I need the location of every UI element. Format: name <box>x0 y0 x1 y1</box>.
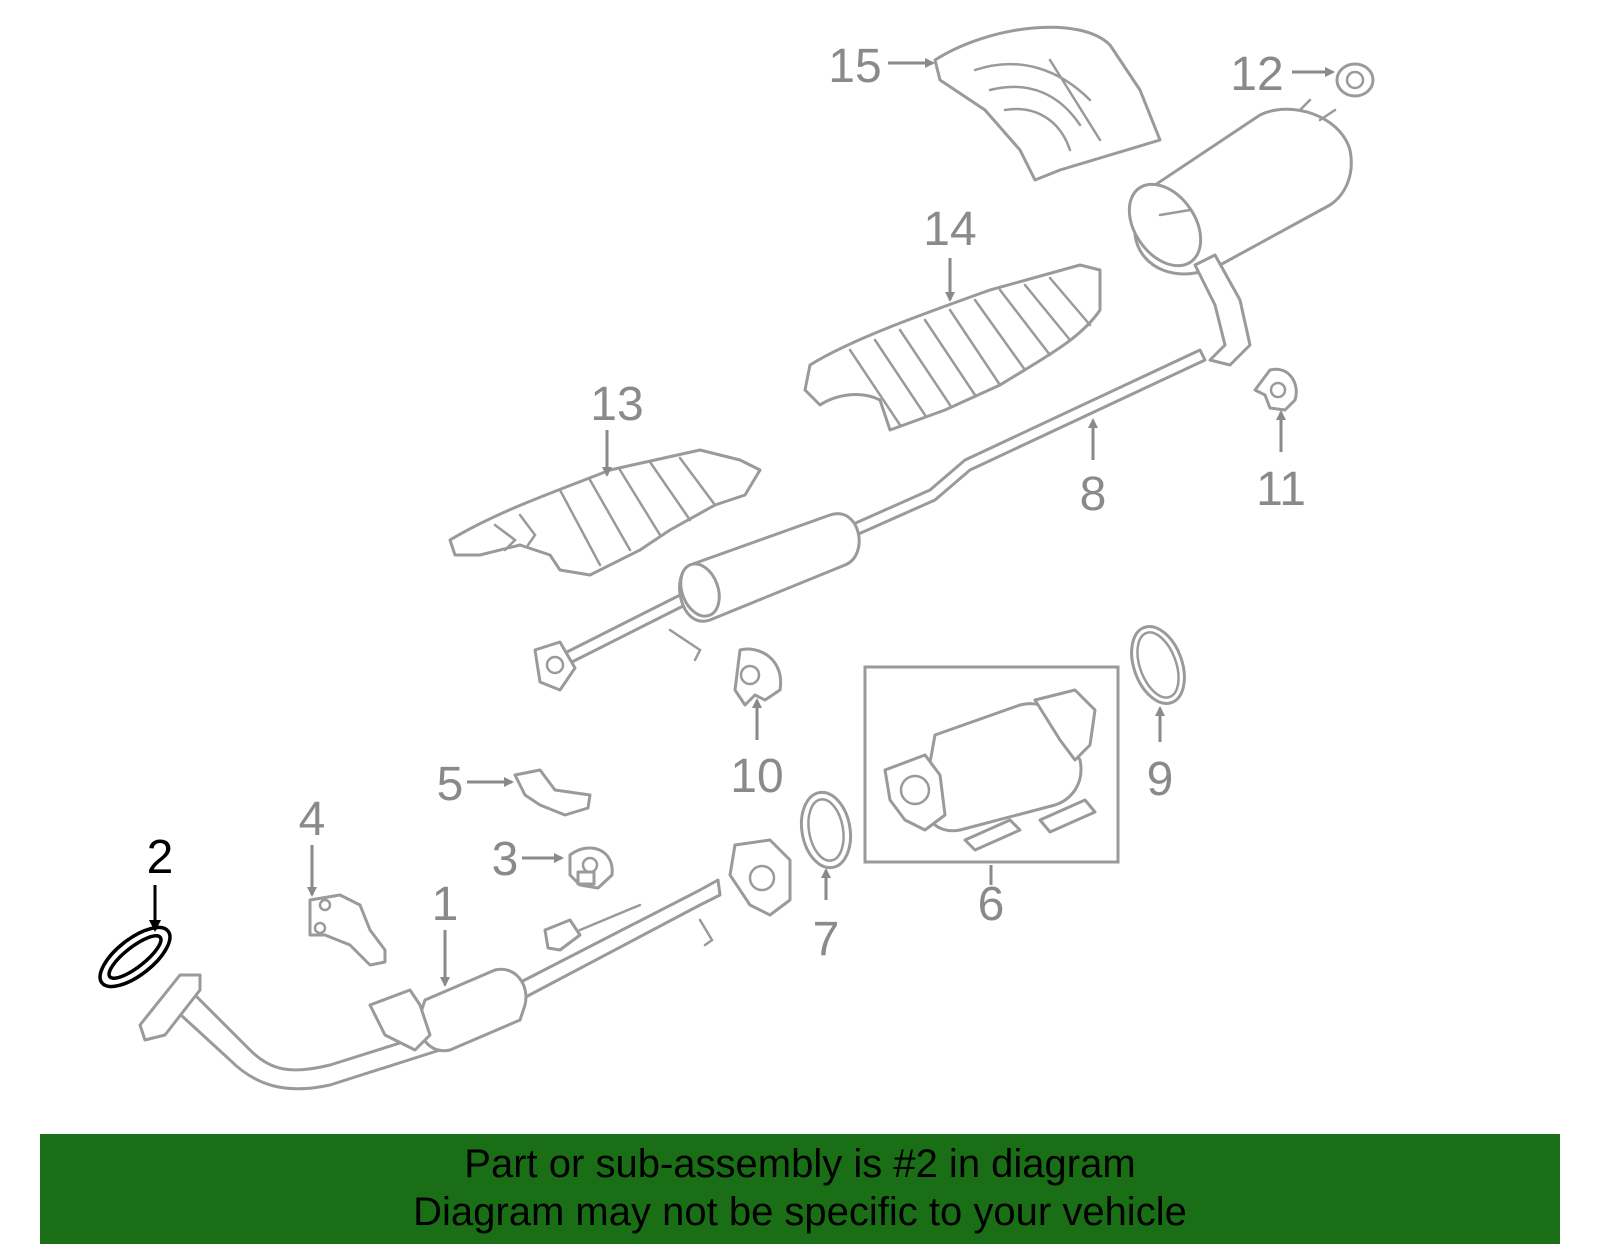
callout-14: 14 <box>923 203 976 256</box>
callout-3: 3 <box>492 833 519 886</box>
banner-line-1: Part or sub-assembly is #2 in diagram <box>464 1142 1136 1186</box>
callout-12: 12 <box>1230 48 1283 101</box>
callout-15: 15 <box>828 40 881 93</box>
part-12-grommet[interactable] <box>1335 62 1375 98</box>
part-8-resonator-pipe[interactable] <box>533 348 1207 692</box>
part-1-front-pipe[interactable] <box>138 838 792 1091</box>
part-6-catalytic-converter[interactable] <box>863 665 1120 864</box>
callout-13: 13 <box>590 378 643 431</box>
callout-10: 10 <box>730 750 783 803</box>
part-11-hanger[interactable] <box>1253 367 1298 412</box>
callout-8: 8 <box>1080 468 1107 521</box>
banner-line-2: Diagram may not be specific to your vehi… <box>413 1190 1187 1234</box>
part-15-heat-shield[interactable] <box>933 25 1162 182</box>
part-3-hanger[interactable] <box>568 846 614 890</box>
muffler-assembly[interactable] <box>1115 98 1353 367</box>
callout-5: 5 <box>437 758 464 811</box>
leader-lines <box>149 58 1335 987</box>
part-9-gasket[interactable] <box>1122 619 1194 711</box>
callout-4: 4 <box>299 793 326 846</box>
info-banner: Part or sub-assembly is #2 in diagram Di… <box>40 1134 1560 1244</box>
part-7-gasket[interactable] <box>796 788 856 871</box>
callout-1: 1 <box>432 878 459 931</box>
part-14-heat-shield[interactable] <box>803 263 1102 432</box>
callout-6: 6 <box>978 878 1005 931</box>
part-10-hanger[interactable] <box>733 647 783 707</box>
callout-labels: 2 1 3 4 5 6 7 8 9 10 11 12 13 14 15 <box>147 40 1306 966</box>
part-4-bracket[interactable] <box>308 893 387 967</box>
part-5-bracket[interactable] <box>513 768 592 817</box>
callout-7: 7 <box>813 913 840 966</box>
callout-2: 2 <box>147 831 174 884</box>
part-2-gasket[interactable] <box>91 917 179 997</box>
callout-9: 9 <box>1147 753 1174 806</box>
callout-11: 11 <box>1256 463 1306 516</box>
